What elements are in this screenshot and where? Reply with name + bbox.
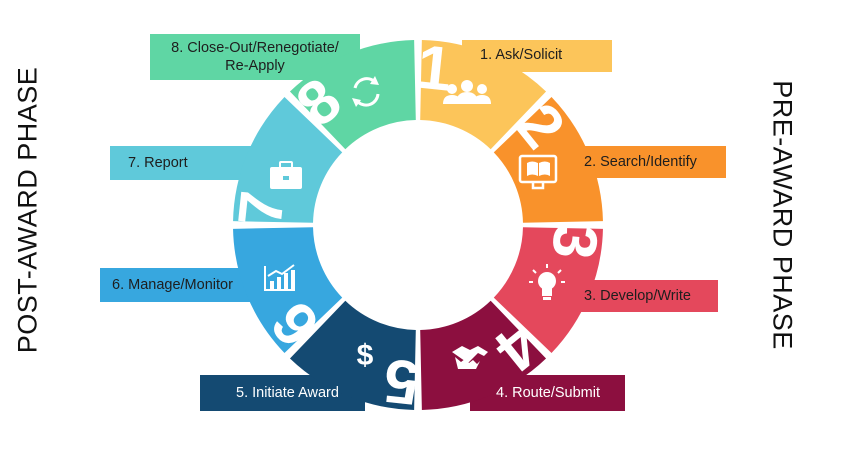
ring-segment-7 (233, 96, 343, 223)
cycle-arrows-icon (352, 76, 380, 107)
step-1-label: 1. Ask/Solicit (480, 46, 563, 63)
step-6-label: 6. Manage/Monitor (112, 276, 233, 293)
pre-award-phase-title: PRE-AWARD PHASE (767, 80, 798, 350)
briefcase-icon (270, 161, 302, 189)
ring-number-3: 3 (538, 221, 610, 263)
step-7-label: 7. Report (128, 154, 188, 171)
step-8-label: 8. Close-Out/Renegotiate/ Re-Apply (150, 31, 360, 83)
post-award-phase-title: POST-AWARD PHASE (12, 66, 43, 354)
band-step-6 (100, 268, 265, 302)
ring-number-5: 5 (381, 345, 423, 417)
svg-text:$: $ (357, 339, 374, 372)
step-3-label: 3. Develop/Write (584, 287, 691, 304)
ring-segment-2 (493, 96, 603, 223)
step-8-label-line2: Re-Apply (225, 58, 285, 74)
ring-number-1: 1 (414, 33, 456, 105)
ring-segment-8 (289, 40, 416, 150)
ring-segment-5 (289, 300, 416, 410)
ring-number-7: 7 (226, 188, 298, 230)
step-5-label: 5. Initiate Award (236, 384, 339, 401)
ring-segment-1 (420, 40, 547, 150)
dollar-icon: $ (357, 339, 374, 372)
lightbulb-icon (529, 264, 565, 300)
step-2-label: 2. Search/Identify (584, 153, 697, 170)
book-monitor-icon (518, 154, 558, 190)
people-group-icon (443, 80, 491, 104)
handshake-icon (452, 346, 488, 369)
bar-chart-icon (264, 264, 295, 291)
step-4-label: 4. Route/Submit (496, 384, 600, 401)
step-8-label-line1: 8. Close-Out/Renegotiate/ (171, 40, 339, 56)
